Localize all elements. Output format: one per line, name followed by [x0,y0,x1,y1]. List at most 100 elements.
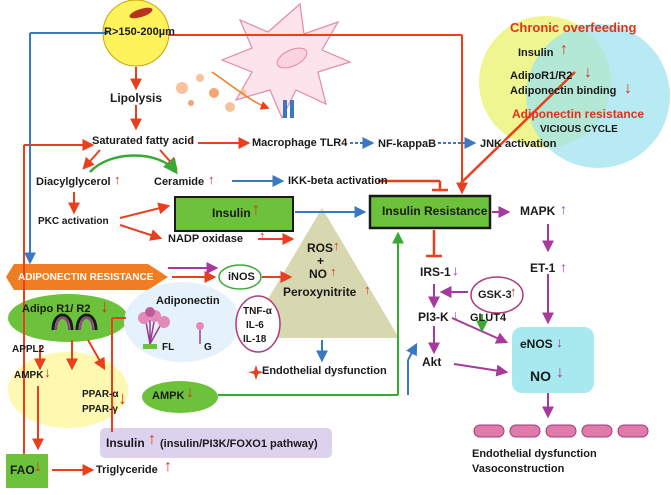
label-ppar-g: PPAR-γ [82,404,118,415]
insulin-pathway-box [100,428,332,458]
arrow-up-insulin-pathway: ↑ [148,431,156,448]
arrow-down-ampk-box: ↓ [186,384,194,401]
label-peroxynitrite: Peroxynitrite [283,285,357,299]
venn-insulin: Insulin [518,47,554,59]
arrow-down-irs1: ↓ [452,262,459,278]
label-macrophage-tlr4: Macrophage TLR4 [252,137,348,149]
label-insulin-pathway-note: (insulin/PI3K/FOXO1 pathway) [160,438,318,450]
arrow-down-pi3k: ↓ [452,307,459,323]
label-enos: eNOS [520,337,553,351]
insulin-box: Insulin [212,206,251,220]
label-mapk: MAPK [520,204,556,218]
label-ppar-a: PPAR-α [82,389,119,400]
venn-arrow-down-adipor: ↓ [584,64,592,81]
arrow-down-fao: ↓ [34,458,42,475]
label-insulin-pathway: Insulin [106,436,145,450]
arrow-down-no: ↓ [556,364,564,381]
label-triglyceride: Triglyceride [96,464,158,476]
tlr4-receptor-2 [290,100,294,118]
receptor-arc-1 [51,313,74,331]
label-fl: FL [162,342,175,353]
adiponectin-resistance-band [6,264,168,290]
label-et1: ET-1 [530,261,556,275]
adipocyte-nucleus [129,7,153,19]
arrow-down-ppar: ↓ [118,388,127,408]
arrow-up-gsk3: ↑ [510,284,517,299]
receptor-arc-2 [75,313,98,331]
arrow-up-ros: ↑ [333,238,340,253]
label-adiponectin: Adiponectin [156,295,220,307]
venn-adipor: AdipoR1/R2 [510,70,573,82]
label-ros: ROS [307,241,334,255]
label-tnf: TNF-α [243,306,272,317]
venn-cycle: VICIOUS CYCLE [540,124,618,135]
label-no: NO [309,267,327,281]
insulin-box-shape [174,196,294,232]
tlr4-receptor-1 [283,100,287,118]
label-irs1: IRS-1 [420,265,451,279]
venn-title: Chronic overfeeding [510,20,637,35]
insulin-resistance-box-shape [368,194,492,230]
label-jnk-activation: JNK activation [480,138,557,150]
label-plus: + [317,254,325,268]
arrow-up-ceramide: ↑ [208,172,215,187]
venn-binding: Adiponectin binding [510,85,617,97]
arrow-down-ampk-left: ↓ [44,364,51,380]
arrow-down-adipo-r: ↓ [100,296,109,316]
arrow-down-enos: ↓ [556,334,563,350]
arrow-up-mapk: ↑ [560,201,567,217]
enos-box-shape [512,327,594,393]
label-gsk3: GSK-3 [478,289,512,301]
arrow-up-no: ↑ [330,264,337,279]
label-nf-kappab: NF-kappaB [378,138,437,150]
label-adipo-r: Adipo R1/ R2 [22,303,91,315]
label-nadp-oxidase: NADP oxidase [168,233,243,245]
label-saturated-fatty-acid: Saturated fatty acid [92,135,195,147]
gsk3-ellipse [470,276,524,314]
label-pi3k: PI3-K [418,310,449,324]
venn-arrow-down-binding: ↓ [624,80,632,97]
venn-arrow-up-insulin: ↑ [560,41,568,58]
star-icon [248,365,264,380]
label-ikk-beta: IKK-beta activation [288,175,388,187]
label-no-enos: NO [530,368,551,384]
label-il18: IL-18 [243,334,267,345]
fao-box: FAO [10,463,35,477]
label-il6: IL-6 [246,320,264,331]
ampk-box: AMPK [152,390,185,402]
label-pkc-activation: PKC activation [38,216,109,227]
label-vessel-caption-1: Endothelial dysfunction [472,448,597,460]
arrow-up-peroxynitrite: ↑ [364,282,371,297]
ros-triangle [245,208,399,338]
label-lipolysis: Lipolysis [110,91,163,105]
label-diacylglycerol: Diacylglycerol [36,176,111,188]
label-endothelial-dysfunction: Endothelial dysfunction [262,365,387,377]
label-ampk-left: AMPK [14,370,44,381]
arrow-up-sfa: ↑ [188,132,195,147]
label-vessel-caption-2: Vasoconstruction [472,463,565,475]
adiponectin-panel [124,282,240,362]
venn-cyan-circle [526,24,670,168]
fao-box-shape [6,454,48,488]
arrow-up-et1: ↑ [560,259,567,275]
macrophage-nucleus [276,47,308,69]
cytokines-ellipse [235,295,281,353]
ampk-box-shape [142,381,218,413]
label-inos: iNOS [228,271,255,283]
arrow-up-insulin: ↑ [252,201,260,218]
arrow-up-nadp: ↑ [259,228,266,243]
label-ceramide: Ceramide [154,176,205,188]
label-akt: Akt [422,355,442,369]
label-g: G [204,342,212,353]
venn-resistance: Adiponectin resistance [512,107,645,121]
label-appl2: APPL2 [12,344,45,355]
insulin-resistance-box: Insulin Resistance [382,204,488,218]
arrow-up-triglyceride: ↑ [164,458,172,475]
inos-ellipse [218,264,262,290]
label-glut4: GLUT4 [470,312,507,324]
label-adiponectin-resistance: ADIPONECTIN RESISTANCE [18,272,154,283]
label-radius: R>150-200µm [104,26,175,38]
arrow-up-dag: ↑ [114,172,121,187]
